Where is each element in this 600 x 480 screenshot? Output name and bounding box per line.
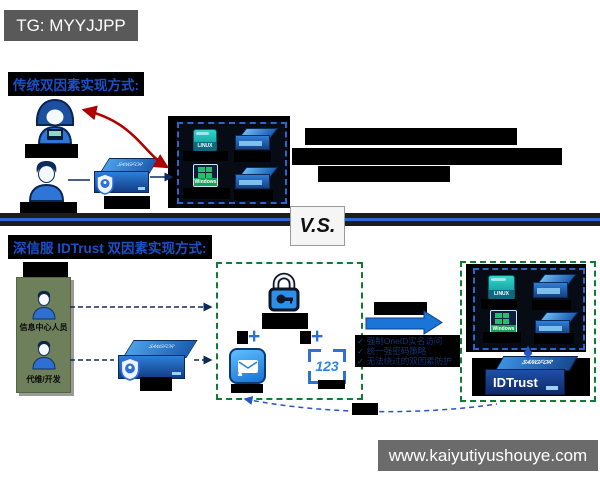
redacted-text-line — [305, 128, 517, 145]
it-staff-icon — [32, 291, 56, 320]
plus-icon: + — [248, 325, 261, 348]
redacted-label — [318, 380, 345, 389]
windows-server-icon: Windows — [193, 164, 218, 187]
hacker-icon — [35, 98, 75, 145]
redacted-label — [23, 262, 68, 278]
windows-server-icon: Windows — [490, 310, 517, 334]
redacted-label — [534, 333, 574, 344]
server-appliance-icon — [235, 167, 279, 189]
redacted-label — [483, 332, 521, 343]
redacted-label — [140, 377, 172, 391]
tg-watermark-text: TG: MYYJJPP — [16, 15, 126, 35]
redacted-label — [183, 188, 230, 199]
redacted-text-line — [318, 166, 450, 182]
user-icon — [28, 161, 65, 202]
redacted-label — [25, 144, 78, 158]
server-appliance-icon — [533, 274, 578, 298]
shield-badge-icon — [120, 357, 140, 381]
sms-message-icon — [229, 348, 266, 384]
check-icon: ✓ — [357, 336, 364, 346]
server-group-box-traditional: LINUX Windows — [177, 122, 287, 204]
redacted-label — [532, 300, 571, 310]
redacted-label — [234, 190, 273, 201]
sangfor-gateway-appliance: SANGFOR — [92, 157, 160, 195]
redacted-label — [300, 331, 311, 344]
users-group-box: 信息中心人员 代维/开发 — [16, 277, 71, 393]
vs-text: V.S. — [299, 214, 336, 237]
gateway-ports — [172, 372, 182, 376]
user-label: 代维/开发 — [26, 375, 61, 384]
tg-watermark-badge: TG: MYYJJPP — [4, 10, 138, 41]
redacted-label — [237, 331, 248, 344]
lock-icon — [268, 272, 300, 312]
vs-badge: V.S. — [290, 206, 345, 246]
linux-server-icon: LINUX — [488, 275, 515, 300]
shield-badge-icon — [96, 173, 114, 195]
benefit-item: ✓ 统一强密码策略 — [357, 346, 427, 356]
gateway-ports — [137, 186, 146, 190]
dev-staff-icon — [32, 341, 56, 370]
redacted-label — [104, 196, 150, 209]
site-watermark-badge: www.kaiyutiyushouye.com — [378, 440, 598, 471]
otp-123-icon: 123 — [308, 349, 346, 384]
redacted-label — [374, 302, 427, 315]
server-appliance-icon — [535, 312, 579, 335]
site-watermark-text: www.kaiyutiyushouye.com — [388, 445, 588, 465]
check-icon: ✓ — [357, 356, 364, 366]
user-label: 信息中心人员 — [19, 323, 68, 332]
plus-icon: + — [311, 325, 324, 348]
idtrust-appliance: SANGFOR IDTrust — [484, 356, 579, 396]
check-icon: ✓ — [357, 346, 364, 356]
appliance-ports — [546, 386, 558, 390]
linux-server-icon: LINUX — [193, 129, 217, 152]
redacted-label — [234, 151, 271, 162]
benefit-item: ✓ 无法绕过的双因素防护 — [357, 356, 452, 366]
otp-text: 123 — [315, 358, 339, 374]
section-title-traditional: 传统双因素实现方式: — [8, 72, 144, 96]
section-title-idtrust: 深信服 IDTrust 双因素实现方式: — [8, 235, 212, 259]
idtrust-appliance-label: IDTrust — [485, 369, 565, 395]
redacted-label — [481, 299, 517, 309]
server-group-box-idtrust: LINUX Windows — [473, 268, 585, 350]
redacted-label — [262, 313, 308, 329]
benefit-list: ✓ 强制OneID实名访问 ✓ 统一强密码策略 ✓ 无法绕过的双因素防护 — [355, 335, 465, 367]
benefit-item: ✓ 强制OneID实名访问 — [357, 336, 443, 346]
sangfor-gateway-appliance: SANGFOR — [116, 339, 198, 381]
server-appliance-icon — [235, 128, 279, 150]
redacted-text-line — [292, 148, 562, 165]
redacted-label — [231, 384, 263, 393]
redacted-label — [352, 403, 378, 415]
redacted-label — [183, 151, 228, 161]
